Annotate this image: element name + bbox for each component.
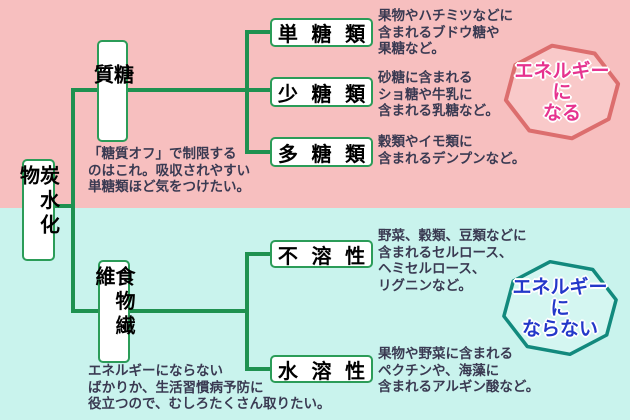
soluble-stub-line [245, 367, 272, 371]
energy-badge-text: エネルギー に なる [514, 59, 610, 124]
node-oligosaccharide: 少糖類 [270, 77, 373, 107]
fiber-branch-line [245, 252, 249, 371]
soluble-description: 果物や野菜に含まれる ペクチンや、海藻に 含まれるアルギン酸など。 [378, 346, 540, 395]
node-sugar-label: 糖質 [90, 64, 135, 106]
no-energy-badge-text: エネルギー に ならない [512, 275, 608, 340]
node-monosaccharide: 単糖類 [270, 18, 373, 47]
node-carbohydrate: 炭水化物 [17, 159, 61, 261]
sugar-branch-line [245, 30, 249, 154]
insoluble-description: 野菜、穀類、豆類などに 含まれるセルロース、 ヘミセルロース、 リグニンなど。 [378, 228, 527, 294]
node-insoluble: 不溶性 [270, 240, 373, 268]
node-sugar: 糖質 [91, 40, 135, 142]
node-polysaccharide-label: 多糖類 [277, 141, 379, 166]
insoluble-stub-line [245, 252, 272, 256]
root-stub-line [53, 204, 73, 208]
node-oligosaccharide-label: 少糖類 [277, 81, 379, 106]
fiber-main-line [71, 309, 249, 313]
energy-badge-octagon [503, 43, 621, 141]
node-dietary-fiber: 食物繊維 [92, 260, 136, 363]
node-carbohydrate-label: 炭水化物 [16, 165, 61, 239]
sugar-note: 「糖質オフ」で制限する のはこれ。吸収されやすい 単糖類ほど気をつけたい。 [88, 146, 251, 195]
node-polysaccharide: 多糖類 [270, 137, 373, 167]
polysaccharide-stub-line [245, 150, 272, 154]
oligosaccharide-description: 砂糖に含まれる ショ糖や牛乳に 含まれる乳糖など。 [378, 70, 499, 119]
monosaccharide-description: 果物やハチミツなどに 含まれるブドウ糖や 果糖など。 [378, 8, 513, 57]
node-dietary-fiber-label: 食物繊維 [92, 266, 136, 340]
monosaccharide-stub-line [245, 30, 272, 34]
node-monosaccharide-label: 単糖類 [277, 22, 379, 46]
trunk-line [71, 88, 75, 313]
node-soluble-label: 水溶性 [277, 358, 379, 383]
no-energy-badge-octagon [502, 259, 618, 357]
sugar-main-line [71, 88, 273, 92]
polysaccharide-description: 穀類やイモ類に 含まれるデンプンなど。 [378, 134, 526, 167]
node-soluble: 水溶性 [270, 355, 373, 383]
node-insoluble-label: 不溶性 [277, 243, 379, 268]
fiber-note: エネルギーにならない ばかりか、生活習慣病予防に 役立つので、むしろたくさん取り… [88, 363, 331, 412]
